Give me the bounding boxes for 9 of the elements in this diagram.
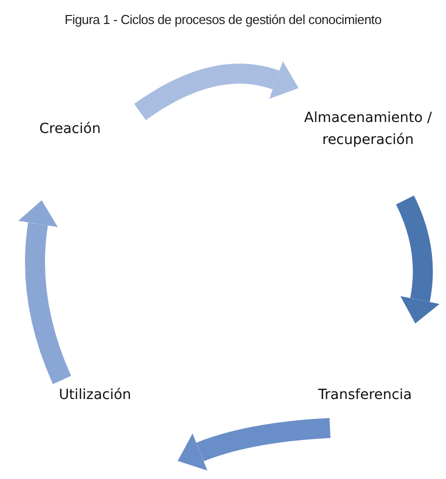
stage-label: Transferencia [317,386,413,405]
stage-label: Utilización [58,386,132,405]
stage-label: Almacenamiento / recuperación [303,109,433,150]
figure-title: Figura 1 - Ciclos de procesos de gestión del conocimiento [64,12,382,27]
curved-arrow [178,418,331,471]
stage-label: Creación [38,120,102,139]
curved-arrow [396,196,440,324]
curved-arrow [18,200,72,384]
curved-arrow [134,60,299,120]
